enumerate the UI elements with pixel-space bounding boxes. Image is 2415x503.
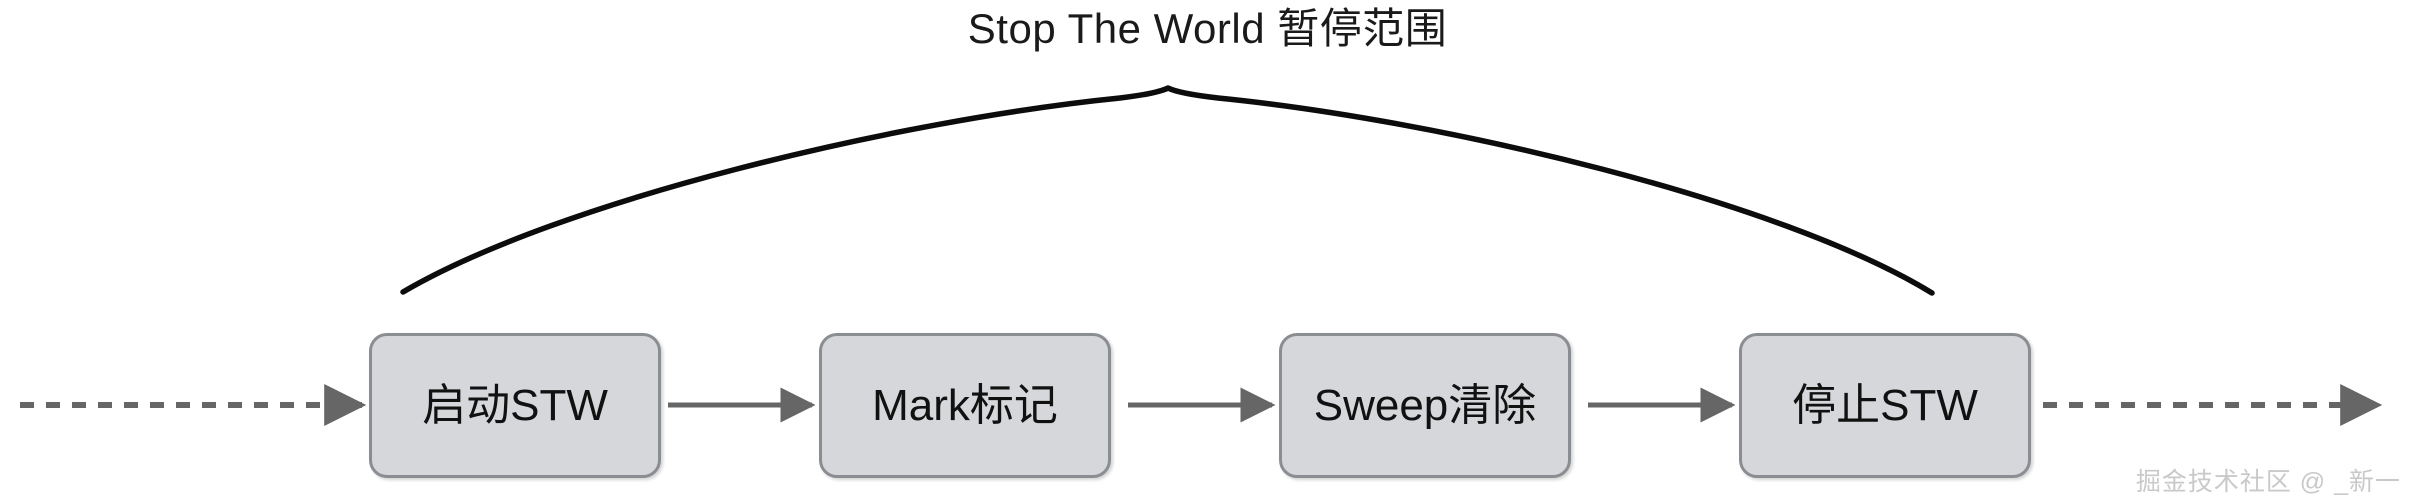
stop-the-world-scope-brace — [400, 85, 1935, 296]
flow-node-label: 停止STW — [1792, 380, 1978, 430]
flow-node-sweep[interactable]: Sweep清除 — [1279, 333, 1571, 478]
watermark: 掘金技术社区 @ _新一 — [2135, 468, 2401, 496]
flow-node-stop-stw[interactable]: 停止STW — [1739, 333, 2031, 478]
flow-node-label: Sweep清除 — [1313, 380, 1537, 430]
flow-node-start-stw[interactable]: 启动STW — [369, 333, 661, 478]
page-title: Stop The World 暂停范围 — [967, 5, 1448, 52]
flow-node-mark[interactable]: Mark标记 — [819, 333, 1111, 478]
flow-node-label: 启动STW — [422, 380, 608, 430]
flow-node-label: Mark标记 — [872, 380, 1058, 430]
